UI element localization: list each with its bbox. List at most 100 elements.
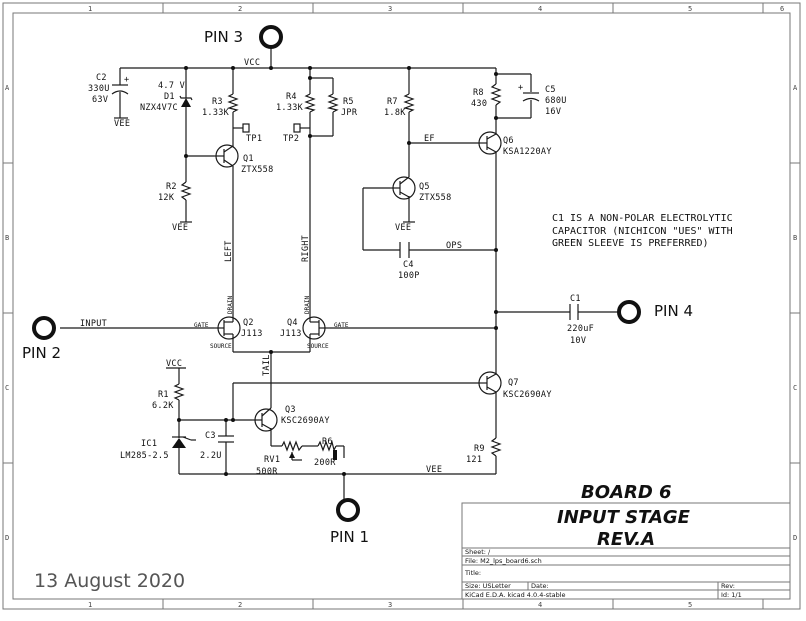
net-vee-bottom: VEE (426, 465, 442, 475)
net-vee-q5: VEE (395, 223, 411, 233)
c3-ref: C3 (205, 431, 216, 441)
kicad-field: KiCad E.D.A. kicad 4.0.4-stable (465, 591, 566, 599)
transistor-q1: Q1 ZTX558 (214, 144, 274, 175)
id-field: Id: 1/1 (721, 591, 742, 599)
resistor-r2: R2 12K (158, 181, 192, 203)
note-line-3: GREEN SLEEVE IS PREFERRED) (552, 238, 709, 249)
r7-value: 1.8K (384, 108, 406, 118)
ic1-ref: IC1 (141, 439, 157, 449)
note-line-1: C1 IS A NON-POLAR ELECTROLYTIC (552, 213, 733, 224)
title-line-1: BOARD 6 (581, 482, 672, 503)
grid-row-a: A (5, 84, 10, 92)
title-block: BOARD 6 INPUT STAGE REV.A Sheet: / File:… (461, 482, 791, 600)
c4-value: 100P (398, 271, 420, 281)
resistor-r8: R8 430 (471, 83, 502, 109)
r2-ref: R2 (166, 182, 177, 192)
q2-source-label: SOURCE (210, 343, 232, 350)
r8-ref: R8 (473, 88, 484, 98)
q3-value: KSC2690AY (281, 416, 330, 426)
tp1-ref: TP1 (246, 134, 262, 144)
resistor-r3: R3 1.33K (202, 93, 239, 118)
capacitor-c4: C4 100P (398, 242, 420, 281)
resistor-r6: R6 200R (314, 437, 337, 468)
drawing-date: 13 August 2020 (34, 570, 185, 592)
svg-text:+: + (124, 75, 129, 85)
net-input: INPUT (80, 319, 107, 329)
q6-value: KSA1220AY (503, 147, 552, 157)
r9-value: 121 (466, 455, 482, 465)
test-point-tp1: TP1 (242, 123, 262, 144)
q6-ref: Q6 (503, 136, 514, 146)
q1-value: ZTX558 (241, 165, 274, 175)
c5-ref: C5 (545, 85, 556, 95)
sheet-field: Sheet: / (465, 548, 491, 556)
grid-col-3-bottom: 3 (388, 601, 392, 609)
q4-ref: Q4 (287, 318, 298, 328)
q5-ref: Q5 (419, 182, 430, 192)
c5-voltage: 16V (545, 107, 561, 117)
net-ef: EF (424, 134, 435, 144)
c1-voltage: 10V (570, 336, 586, 346)
grid-col-6: 6 (780, 5, 784, 13)
wires (60, 48, 618, 500)
pin-3: PIN 3 (204, 25, 283, 49)
capacitor-c1: C1 220uF 10V (567, 294, 594, 346)
grid-row-b: B (5, 234, 9, 242)
q3-ref: Q3 (285, 405, 296, 415)
rv1-ref: RV1 (264, 455, 280, 465)
resistor-r7: R7 1.8K (384, 93, 415, 118)
r3-value: 1.33K (202, 108, 230, 118)
c3-value: 2.2U (200, 451, 222, 461)
pin-3-label: PIN 3 (204, 28, 243, 46)
transistor-q7: Q7 KSC2690AY (478, 371, 551, 400)
capacitor-c3: C3 2.2U (200, 431, 234, 461)
grid-row-d-right: D (793, 534, 797, 542)
net-vcc-top: VCC (244, 58, 260, 68)
grid-col-4: 4 (538, 5, 542, 13)
q2-ref: Q2 (243, 318, 254, 328)
net-right: RIGHT (301, 235, 311, 262)
ic1-value: LM285-2.5 (120, 451, 169, 461)
d1-value: NZX4V7C (140, 103, 178, 113)
pin-1-label: PIN 1 (330, 528, 369, 546)
grid-col-5: 5 (688, 5, 692, 13)
note-line-2: CAPACITOR (NICHICON "UES" WITH (552, 226, 733, 237)
net-labels: VCC VCC VEE VEE VEE VEE INPUT EF OPS LEF… (80, 58, 462, 475)
c2-value: 330U (88, 84, 110, 94)
q2-drain-label: DRAIN (227, 296, 234, 314)
pin-4: PIN 4 (617, 300, 693, 324)
jfet-q4: Q4 J113 GATE SOURCE DRAIN (280, 296, 349, 350)
r3-ref: R3 (212, 97, 223, 107)
r6-ref: R6 (322, 437, 333, 447)
rev-field: Rev: (721, 582, 735, 590)
q2-gate-label: GATE (194, 322, 209, 329)
transistor-q5: Q5 ZTX558 (390, 176, 452, 203)
grid-col-4-bottom: 4 (538, 601, 542, 609)
r6-value: 200R (314, 458, 336, 468)
d1-ref: D1 (164, 92, 175, 102)
q5-value: ZTX558 (419, 193, 452, 203)
grid-col-2-bottom: 2 (238, 601, 242, 609)
title-line-2: INPUT STAGE (557, 507, 691, 528)
zener-d1: 4.7 V D1 NZX4V7C (140, 81, 193, 113)
capacitor-note: C1 IS A NON-POLAR ELECTROLYTIC CAPACITOR… (552, 213, 733, 249)
capacitor-c2: + C2 330U 63V (88, 73, 129, 105)
pin-4-label: PIN 4 (654, 302, 693, 320)
c2-ref: C2 (96, 73, 107, 83)
r5-ref: R5 (343, 97, 354, 107)
transistor-q6: Q6 KSA1220AY (478, 131, 552, 157)
c1-value: 220uF (567, 324, 594, 334)
r9-ref: R9 (474, 444, 485, 454)
tp2-ref: TP2 (283, 134, 299, 144)
test-point-tp2: TP2 (283, 123, 301, 144)
q7-ref: Q7 (508, 378, 519, 388)
r1-value: 6.2K (152, 401, 174, 411)
r5-value: JPR (341, 108, 358, 118)
r1-ref: R1 (158, 390, 169, 400)
net-tail: TAIL (262, 354, 272, 376)
q1-ref: Q1 (243, 154, 254, 164)
size-field: Size: USLetter (465, 582, 511, 590)
reference-ic1: IC1 LM285-2.5 (120, 430, 192, 461)
capacitor-c5: + C5 680U 16V (518, 83, 566, 117)
